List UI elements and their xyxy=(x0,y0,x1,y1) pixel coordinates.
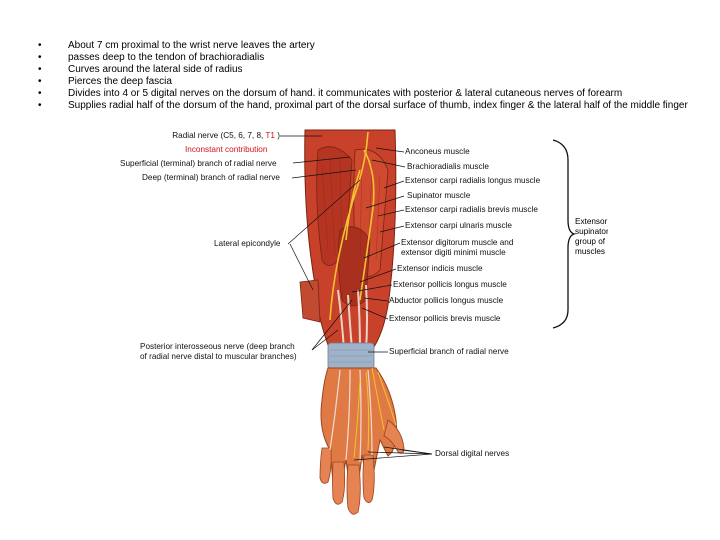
edm-label-line1: Extensor digitorum muscle and xyxy=(401,238,514,247)
deep-branch-label: Deep (terminal) branch of radial nerve xyxy=(142,173,280,182)
bullet-dot: • xyxy=(38,40,42,51)
bullet-text: Curves around the lateral side of radius xyxy=(68,64,243,75)
muscle-group-bracket xyxy=(552,139,577,329)
bullet-item: • passes deep to the tendon of brachiorad… xyxy=(38,52,688,64)
bullet-item: • Curves around the lateral side of radiu… xyxy=(38,64,688,76)
inconstant-contribution-label: Inconstant contribution xyxy=(185,145,268,154)
eim-label: Extensor indicis muscle xyxy=(397,264,483,273)
apl-label: Abductor pollicis longus muscle xyxy=(389,296,504,305)
muscle-group-label: Extensor supinator group of muscles xyxy=(575,217,608,257)
radial-nerve-path xyxy=(329,131,375,321)
superficial-radial-label: Superficial branch of radial nerve xyxy=(389,347,509,356)
dorsal-digital-nerves-label: Dorsal digital nerves xyxy=(435,449,510,458)
group-label-line: Extensor xyxy=(575,217,608,226)
leader-lines-left xyxy=(280,135,361,351)
hand-tendons xyxy=(329,369,373,463)
finger-index xyxy=(362,454,375,503)
group-label-line: muscles xyxy=(575,247,606,256)
lateral-epicondyle-label: Lateral epicondyle xyxy=(214,239,281,248)
bullet-item: • Pierces the deep fascia xyxy=(38,76,688,88)
epb-label: Extensor pollicis brevis muscle xyxy=(389,314,501,323)
group-label-line: supinator xyxy=(575,227,608,236)
superficial-branch-label: Superficial (terminal) branch of radial … xyxy=(120,159,277,168)
epl-label: Extensor pollicis longus muscle xyxy=(393,280,507,289)
bullet-dot: • xyxy=(38,52,42,63)
bullet-text: passes deep to the tendon of brachioradi… xyxy=(68,52,265,63)
retinaculum-lines xyxy=(330,349,372,363)
ecrb-label: Extensor carpi radialis brevis muscle xyxy=(405,205,538,214)
posterior-interosseous-label-line1: Posterior interosseous nerve (deep branc… xyxy=(140,342,295,351)
bullet-text: Divides into 4 or 5 digital nerves on th… xyxy=(68,88,623,99)
radial-nerve-label-t1: T1 xyxy=(265,131,275,140)
brachioradialis-label: Brachioradialis muscle xyxy=(407,162,489,171)
finger-little xyxy=(319,447,332,484)
bullet-item: • Supplies radial half of the dorsum of t… xyxy=(38,100,688,112)
anconeus-label: Anconeus muscle xyxy=(405,147,470,156)
bullet-text: About 7 cm proximal to the wrist nerve l… xyxy=(68,40,315,51)
bullet-dot: • xyxy=(38,76,42,87)
edm-label-line2: extensor digiti minimi muscle xyxy=(401,248,506,257)
ecu-label: Extensor carpi ulnaris muscle xyxy=(405,221,512,230)
bullet-list: • About 7 cm proximal to the wrist nerve … xyxy=(38,40,688,112)
bullet-text: Supplies radial half of the dorsum of th… xyxy=(68,100,688,111)
radial-nerve-label: Radial nerve (C5, 6, 7, 8, T1 ) xyxy=(150,131,280,141)
bullet-dot: • xyxy=(38,100,42,111)
muscle-striations xyxy=(321,159,381,261)
leader-lines-right xyxy=(351,147,433,461)
ecrl-label: Extensor carpi radialis longus muscle xyxy=(405,176,541,185)
bullet-item: • Divides into 4 or 5 digital nerves on t… xyxy=(38,88,688,100)
finger-middle xyxy=(346,464,361,515)
radial-nerve-label-prefix: Radial nerve (C5, 6, 7, 8, xyxy=(172,131,266,140)
bullet-dot: • xyxy=(38,88,42,99)
lateral-epicondyle-shape xyxy=(299,279,321,323)
dorsal-digital-nerves xyxy=(353,367,397,459)
radial-nerve-label-suffix: ) xyxy=(274,131,280,140)
supinator-label: Supinator muscle xyxy=(407,191,471,200)
posterior-interosseous-label-line2: of radial nerve distal to muscular branc… xyxy=(140,352,297,361)
bullet-item: • About 7 cm proximal to the wrist nerve … xyxy=(38,40,688,52)
bullet-text: Pierces the deep fascia xyxy=(68,76,172,87)
finger-ring xyxy=(332,461,346,505)
bullet-dot: • xyxy=(38,64,42,75)
group-label-line: group of xyxy=(575,237,606,246)
